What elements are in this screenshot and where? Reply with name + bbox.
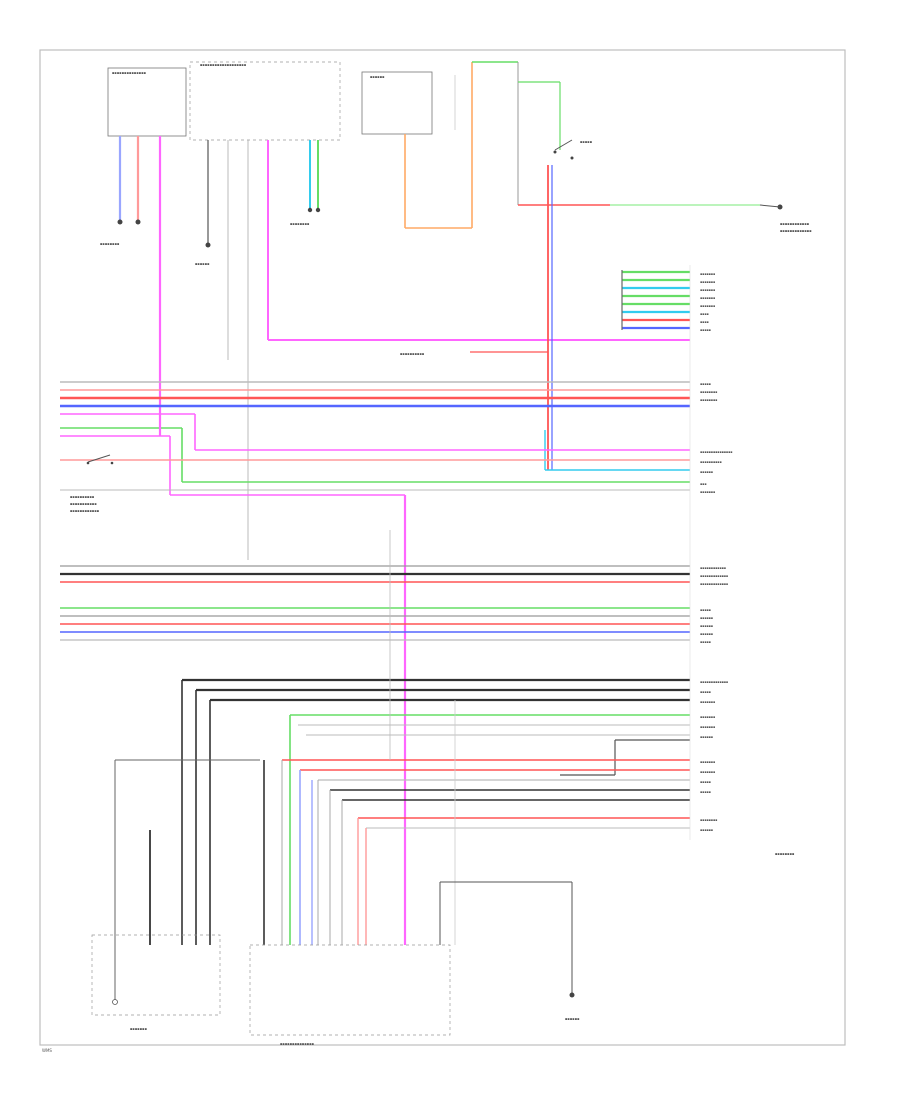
component-box-c <box>361 71 433 135</box>
svg-text:▪▪▪▪▪▪▪: ▪▪▪▪▪▪▪ <box>700 272 715 276</box>
svg-text:▪▪▪▪▪▪: ▪▪▪▪▪▪ <box>700 616 713 620</box>
box-b-wires <box>205 140 690 560</box>
svg-text:▪▪▪▪▪▪▪: ▪▪▪▪▪▪▪ <box>700 700 715 704</box>
svg-text:▪▪▪▪▪: ▪▪▪▪▪ <box>700 690 711 694</box>
svg-text:▪▪▪▪▪▪▪▪▪▪▪▪▪▪▪▪▪▪▪: ▪▪▪▪▪▪▪▪▪▪▪▪▪▪▪▪▪▪▪ <box>200 63 247 67</box>
svg-text:▪▪▪▪▪▪▪: ▪▪▪▪▪▪▪ <box>700 725 715 729</box>
svg-text:▪▪▪▪▪▪▪▪: ▪▪▪▪▪▪▪▪ <box>100 242 120 246</box>
svg-text:▪▪▪▪▪: ▪▪▪▪▪ <box>700 790 711 794</box>
box-a-wires <box>117 136 162 415</box>
right-pin-labels: ▪▪▪▪▪▪▪ ▪▪▪▪▪▪▪ ▪▪▪▪▪▪▪ ▪▪▪▪▪▪▪ ▪▪▪▪▪▪▪ … <box>700 272 732 832</box>
svg-text:▪▪▪▪▪▪: ▪▪▪▪▪▪ <box>700 470 713 474</box>
svg-text:▪▪▪▪▪▪: ▪▪▪▪▪▪ <box>370 75 385 79</box>
svg-text:▪▪▪▪▪: ▪▪▪▪▪ <box>700 780 711 784</box>
svg-text:▪▪▪▪▪▪▪: ▪▪▪▪▪▪▪ <box>700 715 715 719</box>
svg-text:▪▪▪▪▪▪▪: ▪▪▪▪▪▪▪ <box>130 1027 148 1031</box>
door-switch-symbol <box>86 454 114 465</box>
svg-text:▪▪▪▪▪▪▪▪: ▪▪▪▪▪▪▪▪ <box>700 818 717 822</box>
svg-text:▪▪▪▪▪▪: ▪▪▪▪▪▪ <box>700 632 713 636</box>
component-labels: ▪▪▪▪▪▪▪▪▪▪▪▪▪▪ ▪▪▪▪▪▪▪▪▪▪▪▪▪▪▪▪▪▪▪ ▪▪▪▪▪… <box>70 63 812 1046</box>
switch-symbol <box>553 139 574 160</box>
box-c-wires <box>404 61 561 229</box>
svg-text:▪▪▪▪▪▪▪: ▪▪▪▪▪▪▪ <box>700 770 715 774</box>
svg-text:▪▪▪▪: ▪▪▪▪ <box>700 312 709 316</box>
svg-text:▪▪▪▪▪▪▪: ▪▪▪▪▪▪▪ <box>700 490 715 494</box>
connector-stubs-upper <box>621 270 690 330</box>
svg-text:▪▪▪▪▪▪: ▪▪▪▪▪▪ <box>195 262 210 266</box>
ground-component <box>439 881 575 998</box>
svg-text:▪▪▪▪▪▪▪: ▪▪▪▪▪▪▪ <box>700 304 715 308</box>
svg-text:▪▪▪▪▪▪▪▪▪▪▪▪: ▪▪▪▪▪▪▪▪▪▪▪▪ <box>70 509 100 513</box>
svg-text:▪▪▪▪▪▪▪▪▪▪▪▪▪▪: ▪▪▪▪▪▪▪▪▪▪▪▪▪▪ <box>280 1042 315 1046</box>
svg-text:▪▪▪▪▪▪▪▪▪▪▪▪▪▪: ▪▪▪▪▪▪▪▪▪▪▪▪▪▪ <box>112 71 147 75</box>
svg-text:▪▪▪▪▪▪: ▪▪▪▪▪▪ <box>565 1017 580 1021</box>
svg-text:▪▪▪▪▪▪▪▪▪▪: ▪▪▪▪▪▪▪▪▪▪ <box>700 460 722 464</box>
svg-text:▪▪▪▪▪▪▪▪: ▪▪▪▪▪▪▪▪ <box>290 222 310 226</box>
main-bus <box>60 381 690 945</box>
svg-text:▪▪▪▪▪▪▪▪▪▪: ▪▪▪▪▪▪▪▪▪▪ <box>400 352 425 356</box>
svg-text:▪▪▪▪▪▪▪: ▪▪▪▪▪▪▪ <box>700 288 715 292</box>
component-box-b <box>189 61 341 141</box>
diagram-border <box>39 49 846 1046</box>
component-box-a <box>107 67 187 137</box>
svg-text:▪▪▪▪▪▪: ▪▪▪▪▪▪ <box>700 828 713 832</box>
svg-text:▪▪▪▪▪▪▪: ▪▪▪▪▪▪▪ <box>700 280 715 284</box>
svg-text:▪▪▪▪▪: ▪▪▪▪▪ <box>700 640 711 644</box>
control-unit-box <box>249 944 451 1036</box>
svg-text:▪▪▪: ▪▪▪ <box>700 482 706 486</box>
svg-text:▪▪▪▪▪▪▪▪▪▪▪▪▪: ▪▪▪▪▪▪▪▪▪▪▪▪▪ <box>700 680 728 684</box>
thin-verticals <box>389 530 456 945</box>
svg-text:▪▪▪▪▪▪▪▪: ▪▪▪▪▪▪▪▪ <box>700 398 717 402</box>
svg-text:▪▪▪▪▪: ▪▪▪▪▪ <box>700 328 711 332</box>
svg-text:▪▪▪▪▪▪: ▪▪▪▪▪▪ <box>700 624 713 628</box>
svg-text:▪▪▪▪▪▪▪▪: ▪▪▪▪▪▪▪▪ <box>775 852 795 856</box>
lower-bus <box>181 678 690 945</box>
svg-text:▪▪▪▪▪▪▪▪▪▪▪▪▪: ▪▪▪▪▪▪▪▪▪▪▪▪▪ <box>700 574 728 578</box>
transmission-wires <box>518 204 783 210</box>
svg-text:▪▪▪▪▪▪▪▪▪▪▪▪▪: ▪▪▪▪▪▪▪▪▪▪▪▪▪ <box>700 582 728 586</box>
svg-text:▪▪▪▪▪▪▪▪▪▪▪▪: ▪▪▪▪▪▪▪▪▪▪▪▪ <box>780 222 810 226</box>
svg-text:▪▪▪▪▪: ▪▪▪▪▪ <box>580 140 593 144</box>
svg-text:▪▪▪▪: ▪▪▪▪ <box>700 320 709 324</box>
svg-text:▪▪▪▪▪: ▪▪▪▪▪ <box>700 382 711 386</box>
svg-text:▪▪▪▪▪▪▪▪▪▪▪▪: ▪▪▪▪▪▪▪▪▪▪▪▪ <box>700 566 726 570</box>
svg-text:▪▪▪▪▪: ▪▪▪▪▪ <box>700 608 711 612</box>
page-number: WMS <box>42 1048 52 1053</box>
svg-text:▪▪▪▪▪▪▪: ▪▪▪▪▪▪▪ <box>700 296 715 300</box>
svg-text:▪▪▪▪▪▪▪: ▪▪▪▪▪▪▪ <box>700 760 715 764</box>
mid-bus <box>60 565 690 641</box>
antenna-block <box>91 759 260 1016</box>
svg-text:▪▪▪▪▪▪▪▪▪▪: ▪▪▪▪▪▪▪▪▪▪ <box>70 495 95 499</box>
svg-text:▪▪▪▪▪▪▪▪: ▪▪▪▪▪▪▪▪ <box>700 390 717 394</box>
svg-text:▪▪▪▪▪▪▪▪▪▪▪: ▪▪▪▪▪▪▪▪▪▪▪ <box>70 502 97 506</box>
svg-text:▪▪▪▪▪▪▪▪▪▪▪▪▪▪▪: ▪▪▪▪▪▪▪▪▪▪▪▪▪▪▪ <box>700 450 732 454</box>
svg-text:▪▪▪▪▪▪: ▪▪▪▪▪▪ <box>700 735 713 739</box>
center-vertical-bundle <box>544 165 690 471</box>
svg-text:▪▪▪▪▪▪▪▪▪▪▪▪▪: ▪▪▪▪▪▪▪▪▪▪▪▪▪ <box>780 229 812 233</box>
